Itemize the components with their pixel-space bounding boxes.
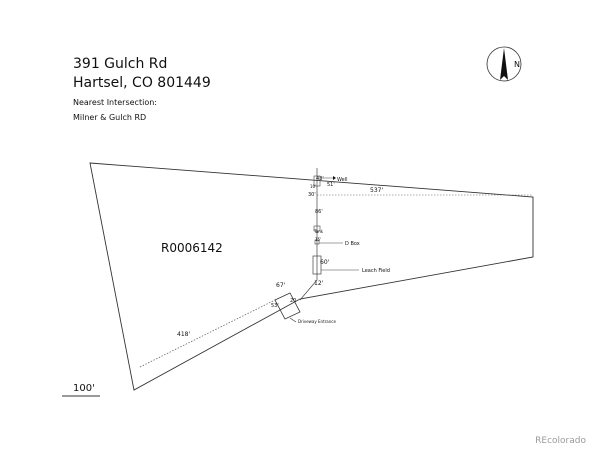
compass: N [486,46,522,82]
driveway-entrance-box [274,292,301,320]
dim-537: 537' [370,187,383,194]
address-city: Hartsel, CO 801449 [73,75,211,91]
compass-north-label: N [514,60,520,69]
septic-tank-label: Tank [313,229,324,234]
dim-12: 12' [314,280,324,287]
dim-86: 86' [315,209,323,215]
property-boundary [89,162,534,391]
driveway-centerline [139,299,276,368]
north-arrow-icon [500,48,508,80]
address-street: 391 Gulch Rd [73,56,168,72]
dim-418: 418' [177,331,190,338]
driveway-entrance-label: Driveway Entrance [298,319,336,324]
intersection-value: Milner & Gulch RD [73,113,147,122]
intersection-label: Nearest Intersection: [73,98,157,107]
driveway-entrance-leader [289,317,297,323]
parcel-id: R0006142 [161,241,223,255]
dim-53: 53' [271,303,279,309]
watermark: REcolorado [535,436,586,446]
dim-small: 15' [315,237,321,242]
septic-tank-marker [313,225,321,232]
dim-20: 20 [290,298,296,304]
well-label: Well [337,177,348,183]
leach-field-label: Leach Field [362,268,390,274]
compass-circle [486,46,522,82]
d-box-label: D Box [345,241,360,247]
dim-43: 43' [316,176,324,182]
d-box-marker [314,239,320,245]
dim-30: 30' [308,192,316,198]
dim-10: 10' [310,184,316,189]
well-marker [313,175,321,187]
dim-67: 67' [276,282,286,289]
leach-field-marker [312,255,322,275]
dim-51: 51' [327,182,335,188]
utility-line-connector [299,279,318,301]
dim-60: 60' [320,259,330,266]
well-arrow-icon [333,176,336,180]
scale-label: 100' [73,383,95,394]
